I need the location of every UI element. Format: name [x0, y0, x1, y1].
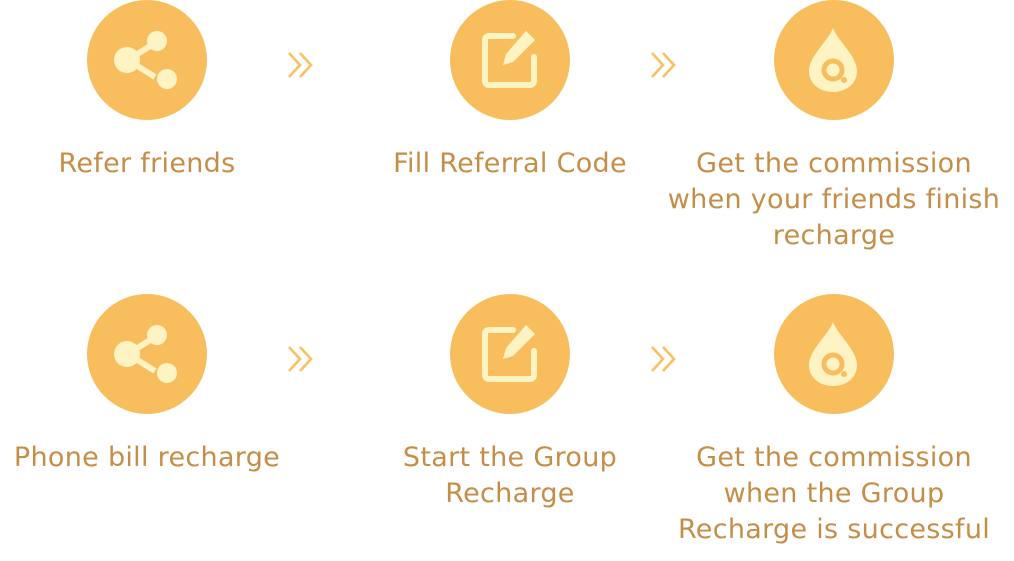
double-chevron-right-icon [648, 342, 682, 376]
double-chevron-right-icon [285, 342, 319, 376]
commission-icon [809, 28, 857, 92]
step-phone-bill-recharge: Phone bill recharge [0, 294, 317, 554]
step-label: Get the commission when the Group Rechar… [677, 442, 991, 545]
step-fill-referral-code: Fill Referral Code [340, 0, 680, 260]
step-get-group-commission: Get the commission when the Group Rechar… [664, 294, 1004, 554]
step-icon-circle [87, 294, 207, 414]
step-label: Start the Group Recharge [402, 442, 618, 509]
step-label: Refer friends [58, 148, 236, 179]
share-icon [114, 325, 177, 383]
commission-icon [809, 322, 857, 386]
step-icon-circle [450, 0, 570, 120]
step-start-group-recharge: Start the Group Recharge [340, 294, 680, 554]
double-chevron-right-icon [285, 48, 319, 82]
double-chevron-right-icon [648, 48, 682, 82]
group-recharge-flow-row: Phone bill recharge Start the Group Rech… [0, 294, 1014, 554]
step-icon-circle [87, 0, 207, 120]
edit-icon [482, 31, 537, 88]
step-icon-circle [774, 294, 894, 414]
edit-icon [482, 325, 537, 382]
share-icon [114, 31, 177, 89]
step-label: Fill Referral Code [393, 148, 627, 179]
step-icon-circle [774, 0, 894, 120]
step-icon-circle [450, 294, 570, 414]
step-label: Phone bill recharge [13, 442, 281, 473]
step-refer-friends: Refer friends [0, 0, 317, 260]
referral-flow-row: Refer friends Fill Referral Code [0, 0, 1014, 260]
step-label: Get the commission when your friends fin… [667, 148, 1001, 251]
step-get-commission: Get the commission when your friends fin… [664, 0, 1004, 260]
